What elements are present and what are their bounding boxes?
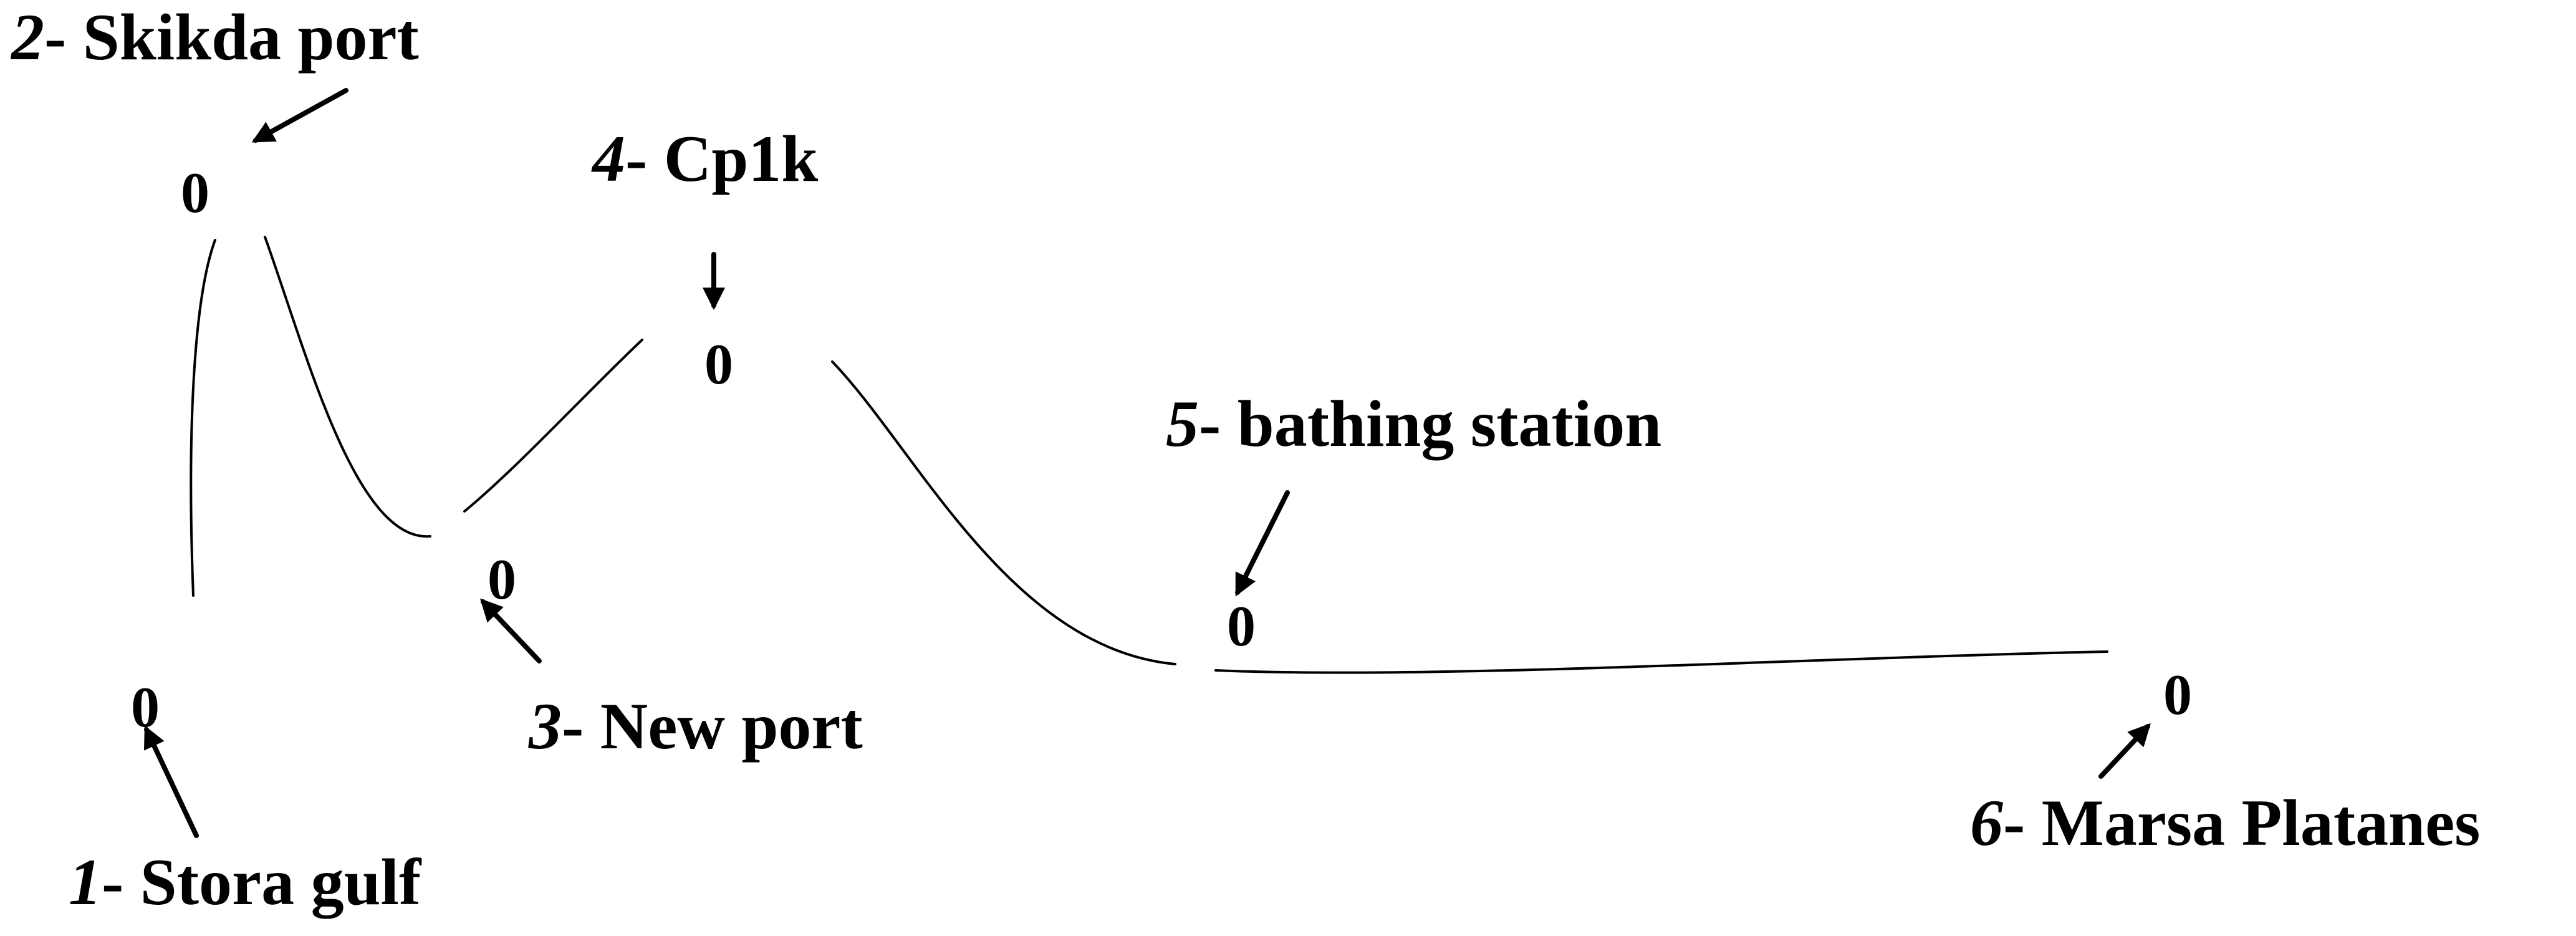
label-newport-name: - New port — [562, 690, 863, 763]
label-stora-name: - Stora gulf — [102, 846, 422, 919]
label-cp1k: 4- Cp1k — [591, 122, 818, 195]
label-marsa-platanes: 6- Marsa Platanes — [1970, 786, 2480, 859]
label-stora-gulf: 1- Stora gulf — [69, 846, 422, 919]
label-skikda-number: 2 — [10, 1, 44, 74]
curve-skikda-to-newport — [264, 236, 431, 538]
label-bathing-number: 5 — [1166, 387, 1199, 460]
marker-bathing: 0 — [1227, 594, 1256, 658]
label-skikda-name: - Skikda port — [44, 1, 419, 74]
marker-marsa: 0 — [2163, 663, 2192, 726]
arrow-stora — [143, 725, 199, 838]
arrow-skikda — [251, 88, 348, 143]
label-marsa-number: 6 — [1970, 786, 2003, 859]
label-newport-number: 3 — [528, 690, 562, 763]
marker-cp1k: 0 — [704, 332, 733, 396]
label-stora-number: 1 — [69, 846, 102, 919]
curve-newport-to-cp1k — [463, 339, 643, 513]
label-cp1k-number: 4 — [591, 122, 625, 195]
label-skikda-port: 2- Skikda port — [10, 1, 419, 74]
curve-bathing-to-marsa — [1214, 650, 2108, 674]
label-new-port: 3- New port — [528, 690, 863, 763]
curve-cp1k-to-bathing — [831, 360, 1176, 665]
arrow-marsa — [2098, 723, 2151, 779]
label-bathing-name: - bathing station — [1199, 387, 1661, 460]
marker-skikda: 0 — [181, 161, 209, 224]
label-cp1k-name: - Cp1k — [625, 122, 818, 195]
label-bathing-station: 5- bathing station — [1166, 387, 1661, 460]
label-marsa-name: - Marsa Platanes — [2003, 786, 2480, 859]
arrow-bathing — [1235, 490, 1290, 597]
curve-stora-to-skikda — [190, 239, 216, 597]
marker-stora: 0 — [131, 675, 160, 739]
arrow-newport — [480, 598, 542, 663]
marker-newport: 0 — [488, 548, 516, 611]
